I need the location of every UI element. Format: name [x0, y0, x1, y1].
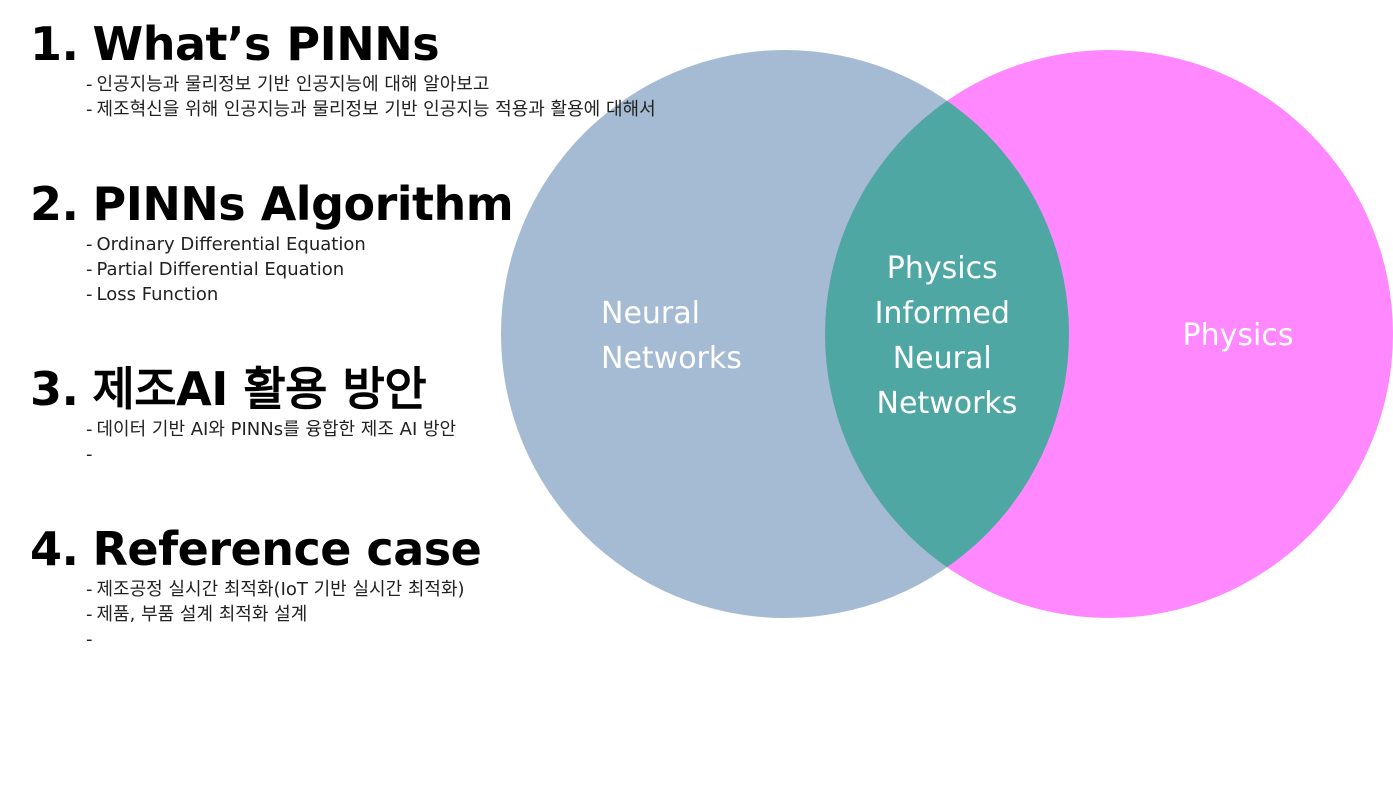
venn-label-line: Networks	[877, 386, 1018, 421]
list-item-text: 제조공정 실시간 최적화(IoT 기반 실시간 최적화)	[96, 579, 465, 600]
section-item-list: -인공지능과 물리정보 기반 인공지능에 대해 알아보고 -제조혁신을 위해 인…	[86, 72, 656, 122]
section-title: PINNs Algorithm	[92, 177, 514, 231]
list-item: -제품, 부품 설계 최적화 설계	[86, 602, 481, 627]
section-number: 2.	[30, 177, 79, 231]
list-item: -Partial Differential Equation	[86, 257, 513, 282]
list-item-dash: -	[86, 99, 93, 120]
list-item-dash: -	[86, 604, 93, 625]
venn-label-pinns: Physics Informed Neural Networks	[875, 251, 1020, 421]
venn-label-line: Informed	[875, 296, 1010, 331]
venn-label-physics: Physics	[1183, 318, 1294, 353]
section-item-list: -Ordinary Differential Equation -Partial…	[86, 232, 513, 307]
section-heading: 4.Reference case	[30, 521, 482, 577]
list-item: -데이터 기반 AI와 PINNs를 융합한 제조 AI 방안	[86, 417, 456, 442]
section-heading: 2.PINNs Algorithm	[30, 176, 514, 232]
section-item-list: -데이터 기반 AI와 PINNs를 융합한 제조 AI 방안 -	[86, 417, 456, 467]
venn-label-line: Networks	[601, 341, 742, 376]
list-item-text: 제조혁신을 위해 인공지능과 물리정보 기반 인공지능 적용과 활용에 대해서	[96, 99, 656, 120]
section-manufacturing-ai: 3.제조AI 활용 방안 -데이터 기반 AI와 PINNs를 융합한 제조 A…	[30, 361, 456, 467]
section-heading: 3.제조AI 활용 방안	[30, 361, 456, 417]
section-title: What’s PINNs	[92, 17, 440, 71]
list-item: -제조혁신을 위해 인공지능과 물리정보 기반 인공지능 적용과 활용에 대해서	[86, 97, 656, 122]
section-title: 제조AI 활용 방안	[92, 362, 427, 416]
section-number: 4.	[30, 522, 79, 576]
list-item-dash: -	[86, 419, 93, 440]
section-number: 3.	[30, 362, 79, 416]
list-item-dash: -	[86, 259, 93, 280]
venn-label-line: Physics	[1183, 318, 1294, 353]
list-item-text: Loss Function	[96, 284, 219, 305]
list-item-text: 제품, 부품 설계 최적화 설계	[96, 604, 308, 625]
list-item-dash: -	[86, 234, 93, 255]
list-item: -Ordinary Differential Equation	[86, 232, 513, 257]
section-title: Reference case	[92, 522, 482, 576]
section-pinns-algorithm: 2.PINNs Algorithm -Ordinary Differential…	[30, 176, 514, 307]
list-item-text: Partial Differential Equation	[96, 259, 345, 280]
list-item-text: 데이터 기반 AI와 PINNs를 융합한 제조 AI 방안	[96, 419, 457, 440]
section-item-list: -제조공정 실시간 최적화(IoT 기반 실시간 최적화) -제품, 부품 설계…	[86, 577, 481, 652]
list-item-dash: -	[86, 444, 93, 465]
list-item: -제조공정 실시간 최적화(IoT 기반 실시간 최적화)	[86, 577, 481, 602]
list-item-dash: -	[86, 284, 93, 305]
list-item-dash: -	[86, 74, 93, 95]
list-item: -Loss Function	[86, 282, 513, 307]
list-item: -	[86, 442, 456, 467]
list-item: -인공지능과 물리정보 기반 인공지능에 대해 알아보고	[86, 72, 656, 97]
list-item-dash: -	[86, 629, 93, 650]
list-item-dash: -	[86, 579, 93, 600]
section-reference-case: 4.Reference case -제조공정 실시간 최적화(IoT 기반 실시…	[30, 521, 482, 652]
venn-label-line: Neural	[893, 341, 992, 376]
section-heading: 1.What’s PINNs	[30, 16, 656, 72]
list-item-text: Ordinary Differential Equation	[96, 234, 366, 255]
venn-label-neural-networks: Neural Networks	[601, 296, 742, 376]
venn-label-line: Neural	[601, 296, 700, 331]
venn-label-line: Physics	[887, 251, 998, 286]
section-number: 1.	[30, 17, 79, 71]
list-item: -	[86, 627, 481, 652]
list-item-text: 인공지능과 물리정보 기반 인공지능에 대해 알아보고	[96, 74, 490, 95]
venn-overlap-pinns	[825, 50, 1069, 618]
section-whats-pinns: 1.What’s PINNs -인공지능과 물리정보 기반 인공지능에 대해 알…	[30, 16, 656, 122]
